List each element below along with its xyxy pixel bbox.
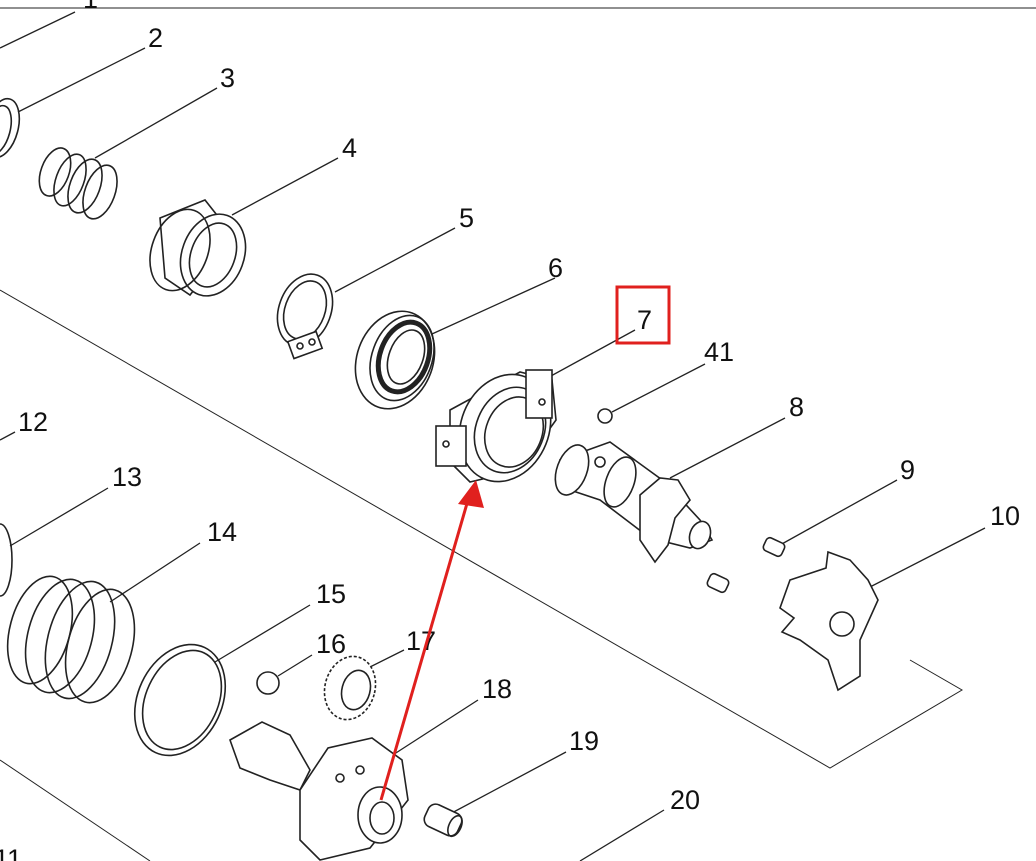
label-19: 19 [569,726,599,756]
label-18: 18 [482,674,512,704]
label-10: 10 [990,501,1020,531]
part-13-ring [0,523,13,597]
part-3-spring [38,147,118,220]
label-2: 2 [148,23,163,53]
part-14-spring [6,575,136,704]
part-8-shaft [554,441,714,564]
label-15: 15 [316,579,346,609]
label-8: 8 [789,392,804,422]
label-16: 16 [316,629,346,659]
leader-lines [0,11,986,861]
part-15-washer [133,643,227,757]
label-6: 6 [548,253,563,283]
part-6-bearing [354,310,436,410]
label-12: 12 [18,407,48,437]
part-2-ring [0,97,21,159]
label-14: 14 [207,517,237,547]
part-19-pin [423,803,463,838]
label-9: 9 [900,455,915,485]
label-20: 20 [670,785,700,815]
label-7: 7 [637,305,652,335]
label-41: 41 [704,337,734,367]
part-16-ball [256,671,280,695]
label-11: 11 [0,844,22,861]
part-17-gear [323,655,377,721]
label-1: 1 [83,0,98,14]
label-3: 3 [220,63,235,93]
part-4-bushing [149,199,247,297]
label-13: 13 [112,462,142,492]
part-5-circlip [276,273,334,360]
label-5: 5 [459,203,474,233]
label-4: 4 [342,133,357,163]
pointer-arrow [379,480,484,801]
part-7-housing [435,369,557,483]
part-9-pin [706,536,786,594]
assembly-frame [0,7,1036,861]
part-18-lever [229,721,409,861]
part-10-cam [779,550,879,692]
part-41-ball [597,408,613,424]
highlight-box [615,285,671,345]
